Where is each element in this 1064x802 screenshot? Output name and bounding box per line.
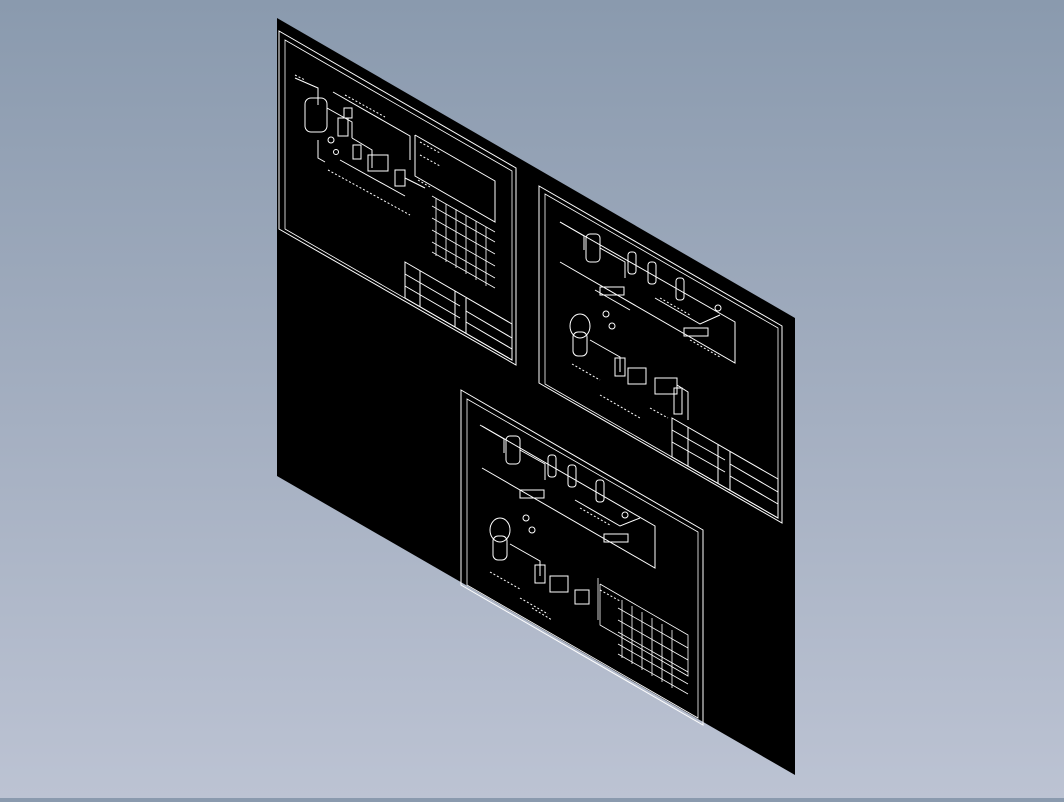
sheet1-schematic bbox=[294, 77, 496, 223]
sheet2-schematic bbox=[559, 221, 736, 420]
sheet3-outlet-array bbox=[597, 578, 689, 695]
sheet1-outlet-array bbox=[431, 195, 496, 289]
sheet-upper-left[interactable] bbox=[278, 30, 517, 366]
sheet2-label-lines bbox=[571, 297, 721, 419]
sheet-outer-border bbox=[538, 185, 783, 524]
sheet-outer-border bbox=[460, 389, 704, 726]
sheet-lower[interactable] bbox=[460, 389, 704, 726]
sheet-inner-border bbox=[466, 398, 699, 719]
sheet-upper-right[interactable] bbox=[538, 185, 783, 524]
sheet1-title-block bbox=[404, 261, 513, 361]
sheet3-schematic bbox=[479, 424, 656, 605]
sheet3-label-lines bbox=[489, 507, 621, 621]
drawing-board bbox=[277, 18, 795, 775]
sheet2-title-block bbox=[671, 417, 779, 519]
sheet-outer-border bbox=[278, 30, 517, 366]
sheet1-label-lines bbox=[294, 74, 441, 216]
